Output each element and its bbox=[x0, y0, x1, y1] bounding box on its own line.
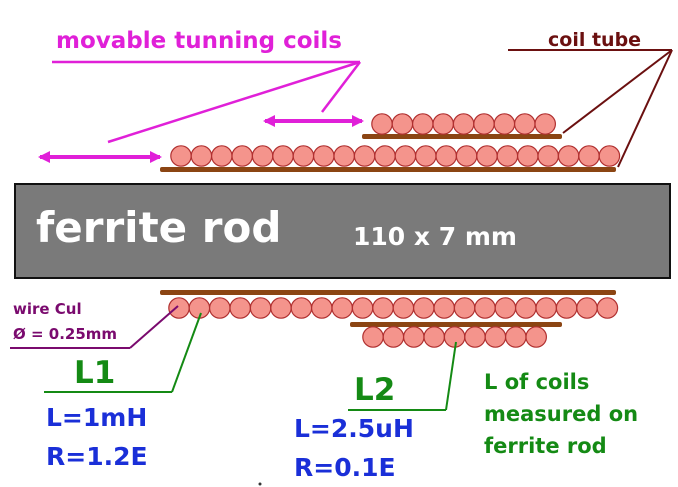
winding-turn bbox=[351, 297, 374, 319]
l1-resistance-label: R=1.2E bbox=[46, 442, 148, 471]
l2-pointer bbox=[445, 341, 457, 411]
winding-turn bbox=[292, 145, 315, 167]
winding-turn bbox=[576, 297, 598, 319]
winding-turn bbox=[464, 326, 486, 348]
winding-turn bbox=[516, 145, 539, 167]
winding-turn bbox=[596, 297, 619, 319]
winding-turn bbox=[394, 145, 417, 167]
note-line-2: measured on bbox=[484, 402, 639, 426]
winding-turn bbox=[525, 326, 547, 348]
winding-turn bbox=[270, 297, 292, 319]
winding-turn bbox=[513, 113, 536, 135]
winding-top-long bbox=[170, 145, 621, 167]
winding-turn bbox=[453, 297, 476, 319]
coil-tube-pointer-1 bbox=[562, 49, 673, 134]
coil-tube-bottom-long bbox=[160, 290, 616, 295]
winding-turn bbox=[443, 326, 466, 348]
winding-turn bbox=[190, 145, 213, 167]
coil-tube-bottom-short bbox=[350, 322, 562, 327]
wire-name-label: wire Cul bbox=[13, 300, 82, 318]
winding-turn bbox=[452, 113, 475, 135]
winding-turn bbox=[209, 297, 231, 319]
winding-turn bbox=[555, 297, 578, 319]
wire-diameter-label: Ø = 0.25mm bbox=[13, 325, 118, 343]
winding-turn bbox=[382, 326, 405, 348]
winding-turn bbox=[411, 113, 434, 135]
winding-turn bbox=[473, 113, 495, 135]
winding-turn bbox=[249, 297, 272, 319]
wire-pointer bbox=[129, 305, 179, 349]
winding-turn bbox=[372, 297, 394, 319]
winding-turn bbox=[557, 145, 580, 167]
winding-turn bbox=[484, 326, 507, 348]
winding-turn bbox=[514, 297, 537, 319]
winding-turn bbox=[362, 326, 384, 348]
coil-tube-top-long bbox=[160, 167, 616, 172]
winding-turn bbox=[170, 145, 192, 167]
winding-turn bbox=[432, 113, 454, 135]
winding-turn bbox=[331, 297, 353, 319]
winding-turn bbox=[476, 145, 498, 167]
l2-name-label: L2 bbox=[354, 372, 396, 408]
l2-resistance-label: R=0.1E bbox=[294, 453, 396, 482]
winding-turn bbox=[312, 145, 335, 167]
winding-turn bbox=[414, 145, 437, 167]
winding-turn bbox=[537, 145, 559, 167]
winding-turn bbox=[168, 297, 190, 319]
winding-turn bbox=[435, 145, 457, 167]
winding-turn bbox=[423, 326, 445, 348]
winding-turn bbox=[402, 326, 425, 348]
winding-turn bbox=[353, 145, 376, 167]
winding-turn bbox=[391, 113, 414, 135]
winding-turn bbox=[371, 113, 393, 135]
winding-bottom-long bbox=[168, 297, 619, 319]
note-line-1: L of coils bbox=[484, 370, 590, 394]
winding-turn bbox=[578, 145, 600, 167]
winding-turn bbox=[535, 297, 557, 319]
winding-turn bbox=[231, 145, 253, 167]
winding-turn bbox=[333, 145, 355, 167]
winding-turn bbox=[455, 145, 478, 167]
movable-coils-label: movable tunning coils bbox=[56, 28, 342, 54]
winding-turn bbox=[392, 297, 415, 319]
winding-turn bbox=[474, 297, 496, 319]
winding-turn bbox=[504, 326, 527, 348]
winding-turn bbox=[229, 297, 251, 319]
winding-turn bbox=[534, 113, 556, 135]
l1-name-label: L1 bbox=[74, 355, 116, 391]
coil-tube-label: coil tube bbox=[548, 29, 642, 51]
winding-top-short bbox=[371, 113, 556, 135]
winding-turn bbox=[493, 113, 516, 135]
winding-turn bbox=[272, 145, 294, 167]
winding-turn bbox=[494, 297, 517, 319]
rod-dimensions-label: 110 x 7 mm bbox=[353, 222, 517, 251]
winding-turn bbox=[211, 145, 233, 167]
ferrite-rod bbox=[14, 183, 671, 279]
winding-turn bbox=[433, 297, 455, 319]
ferrite-rod-label: ferrite rod bbox=[36, 203, 282, 252]
coil-tube-top-short bbox=[362, 134, 562, 139]
l1-pointer bbox=[171, 312, 202, 393]
l1-inductance-label: L=1mH bbox=[46, 403, 148, 432]
movable-coils-pointer-1 bbox=[107, 60, 361, 144]
winding-bottom-short bbox=[362, 326, 547, 348]
winding-turn bbox=[598, 145, 621, 167]
winding-turn bbox=[290, 297, 313, 319]
note-line-3: ferrite rod bbox=[484, 434, 607, 458]
winding-turn bbox=[374, 145, 396, 167]
stray-dot bbox=[258, 482, 262, 486]
winding-turn bbox=[251, 145, 274, 167]
movable-coils-pointer-2 bbox=[321, 61, 361, 113]
coil-tube-pointer-2 bbox=[617, 49, 673, 168]
winding-turn bbox=[496, 145, 519, 167]
l2-inductance-label: L=2.5uH bbox=[294, 414, 414, 443]
winding-turn bbox=[310, 297, 333, 319]
winding-turn bbox=[412, 297, 435, 319]
